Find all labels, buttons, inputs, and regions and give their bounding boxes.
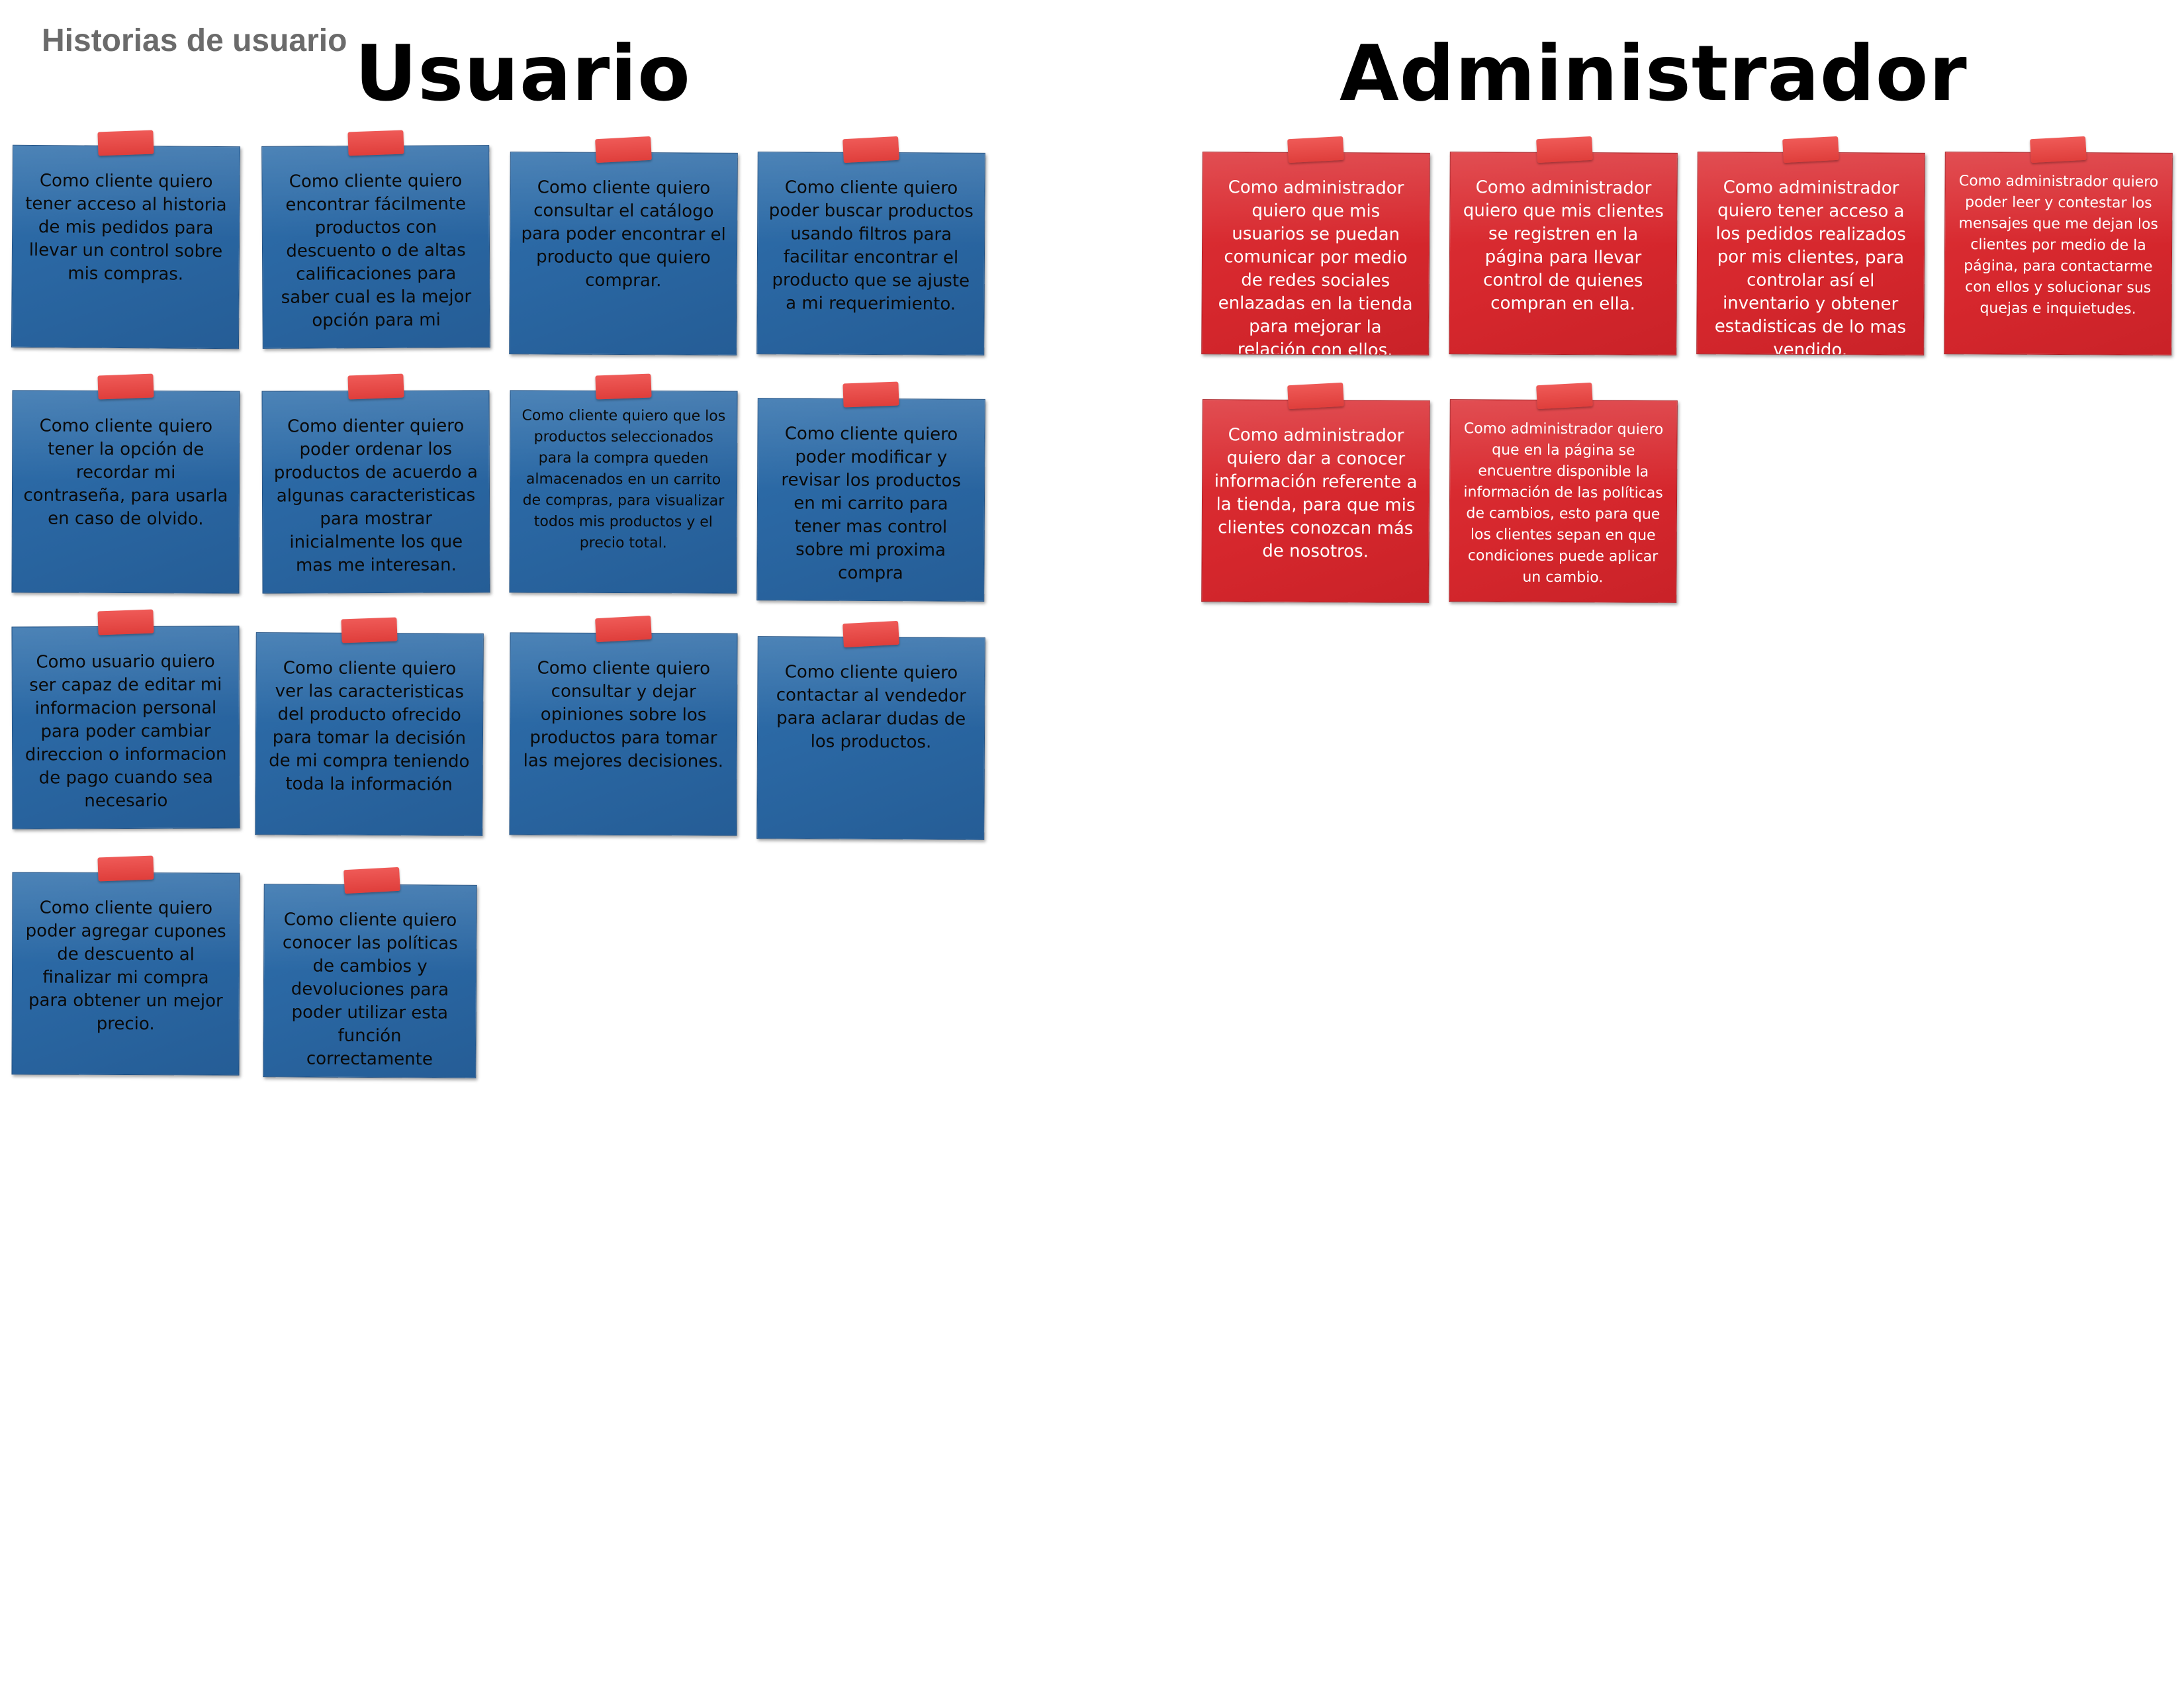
tape-decoration xyxy=(97,130,154,156)
page-title: Historias de usuario xyxy=(42,23,347,58)
user-story-text: Como cliente quiero poder modificar y re… xyxy=(781,424,962,584)
admin-story-note[interactable]: Como administrador quiero que mis usuari… xyxy=(1201,152,1430,355)
user-story-text: Como cliente quiero contactar al vendedo… xyxy=(776,662,966,753)
admin-story-note[interactable]: Como administrador quiero dar a conocer … xyxy=(1201,399,1430,603)
user-story-text: Como cliente quiero consultar y dejar op… xyxy=(523,658,724,772)
tape-decoration xyxy=(595,615,652,643)
user-story-note[interactable]: Como cliente quiero tener acceso al hist… xyxy=(11,144,241,350)
tape-decoration xyxy=(1782,136,1839,164)
admin-story-note[interactable]: Como administrador quiero tener acceso a… xyxy=(1696,152,1925,355)
user-story-text: Como cliente quiero tener la opción de r… xyxy=(23,416,228,530)
user-story-text: Como cliente quiero que los productos se… xyxy=(522,407,726,552)
tape-decoration xyxy=(2030,136,2087,164)
user-story-note[interactable]: Como usuario quiero ser capaz de editar … xyxy=(11,626,240,829)
tape-decoration xyxy=(595,136,652,164)
user-story-note[interactable]: Como cliente quiero ver las caracteristi… xyxy=(255,632,484,836)
user-story-note[interactable]: Como cliente quiero poder modificar y re… xyxy=(756,398,985,602)
tape-decoration xyxy=(343,867,400,894)
user-story-text: Como dienter quiero poder ordenar los pr… xyxy=(273,416,478,576)
admin-story-note[interactable]: Como administrador quiero que mis client… xyxy=(1449,152,1678,355)
tape-decoration xyxy=(1287,136,1344,164)
user-story-text: Como cliente quiero consultar el catálog… xyxy=(521,177,726,291)
user-story-note[interactable]: Como dienter quiero poder ordenar los pr… xyxy=(261,390,490,594)
admin-story-text: Como administrador quiero que mis client… xyxy=(1463,177,1664,314)
admin-story-text: Como administrador quiero poder leer y c… xyxy=(1958,173,2159,318)
admin-story-text: Como administrador quiero tener acceso a… xyxy=(1714,177,1907,355)
tape-decoration xyxy=(842,620,899,648)
tape-decoration xyxy=(842,381,899,408)
user-story-note[interactable]: Como cliente quiero tener la opción de r… xyxy=(11,390,240,594)
tape-decoration xyxy=(1287,382,1344,410)
tape-decoration xyxy=(97,609,154,635)
user-story-note[interactable]: Como cliente quiero encontrar fácilmente… xyxy=(261,145,490,349)
tape-decoration xyxy=(97,855,154,882)
user-story-note[interactable]: Como cliente quiero poder buscar product… xyxy=(756,152,985,355)
user-story-text: Como cliente quiero conocer las política… xyxy=(282,910,458,1070)
user-story-text: Como cliente quiero poder agregar cupone… xyxy=(25,898,226,1035)
tape-decoration xyxy=(347,373,404,400)
user-story-note[interactable]: Como cliente quiero que los productos se… xyxy=(509,390,738,594)
tape-decoration xyxy=(595,373,652,400)
admin-story-text: Como administrador quiero dar a conocer … xyxy=(1214,425,1418,562)
user-story-note[interactable]: Como cliente quiero contactar al vendedo… xyxy=(756,636,985,840)
tape-decoration xyxy=(1536,382,1593,410)
user-story-text: Como cliente quiero tener acceso al hist… xyxy=(25,171,227,285)
admin-story-note[interactable]: Como administrador quiero que en la pági… xyxy=(1449,399,1678,603)
tape-decoration xyxy=(347,130,404,156)
admin-story-text: Como administrador quiero que en la pági… xyxy=(1463,420,1664,586)
section-title-administrador: Administrador xyxy=(1340,29,1968,118)
user-story-text: Como usuario quiero ser capaz de editar … xyxy=(24,651,227,812)
user-story-note[interactable]: Como cliente quiero consultar el catálog… xyxy=(509,152,738,355)
admin-story-text: Como administrador quiero que mis usuari… xyxy=(1218,177,1413,355)
tape-decoration xyxy=(97,373,154,400)
tape-decoration xyxy=(1536,136,1593,164)
user-story-text: Como cliente quiero poder buscar product… xyxy=(768,177,974,314)
tape-decoration xyxy=(341,617,398,643)
user-story-text: Como cliente quiero encontrar fácilmente… xyxy=(281,171,472,331)
admin-story-note[interactable]: Como administrador quiero poder leer y c… xyxy=(1944,152,2173,355)
user-story-note[interactable]: Como cliente quiero consultar y dejar op… xyxy=(509,632,738,836)
user-story-text: Como cliente quiero ver las caracteristi… xyxy=(269,658,470,795)
user-story-note[interactable]: Como cliente quiero poder agregar cupone… xyxy=(11,872,240,1076)
tape-decoration xyxy=(842,136,899,164)
section-title-usuario: Usuario xyxy=(355,29,691,118)
user-story-note[interactable]: Como cliente quiero conocer las política… xyxy=(263,884,477,1078)
